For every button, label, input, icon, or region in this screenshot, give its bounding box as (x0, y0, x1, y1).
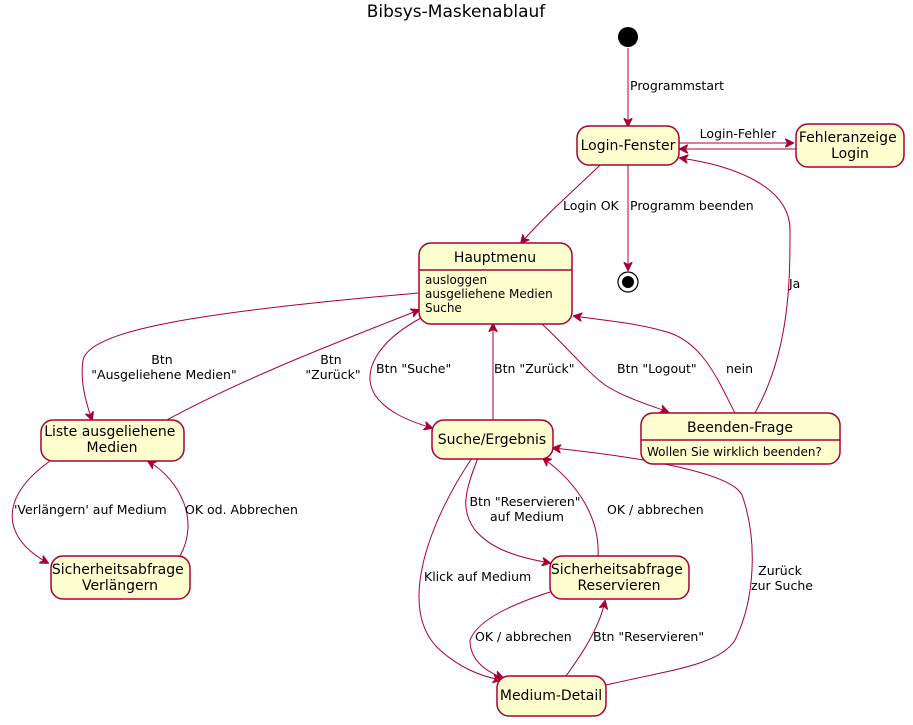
state-fehleranzeige-login: Fehleranzeige Login (795, 123, 905, 168)
edge-login-ok (521, 164, 601, 243)
label-suche: Btn "Suche" (376, 361, 451, 376)
label-ok-abbrechen-res-up: OK / abbrechen (607, 502, 704, 517)
edge-ok-abbrechen-verl (148, 461, 189, 557)
edge-ok-abbrechen-res-up (543, 458, 599, 557)
state-hauptmenu: Hauptmenu ausloggen ausgeliehene Medien … (418, 242, 573, 325)
edge-nein (574, 316, 736, 414)
edge-logout (541, 323, 668, 412)
state-name: Login-Fenster (581, 138, 676, 154)
label-nein: nein (726, 361, 753, 376)
state-name: Liste ausgeliehene Medien (44, 424, 180, 456)
edge-klick-medium (418, 457, 501, 680)
label-programmstart: Programmstart (630, 78, 724, 93)
label-ok-abbrechen-verl: OK od. Abbrechen (185, 502, 298, 517)
label-programm-beenden: Programm beenden (630, 198, 754, 213)
state-body: ausloggen ausgeliehene Medien Suche (425, 273, 557, 315)
state-sicherheitsabfrage-verlaengern: Sicherheitsabfrage Verlängern (50, 555, 191, 600)
state-name: Beenden-Frage (687, 420, 793, 436)
label-zurueck-suche: Btn "Zurück" (494, 361, 575, 376)
edge-verlaengern (11, 460, 51, 563)
edge-ja (680, 158, 791, 414)
state-suche-ergebnis: Suche/Ergebnis (431, 419, 554, 460)
edge-reservieren-medium (465, 457, 550, 563)
state-liste-ausgeliehene-medien: Liste ausgeliehene Medien (40, 419, 185, 462)
diagram-title: Bibsys-Maskenablauf (367, 2, 547, 22)
end-node (617, 271, 639, 293)
label-ok-abbrechen-res-down: OK / abbrechen (475, 629, 572, 644)
state-medium-detail: Medium-Detail (496, 675, 607, 717)
state-body: Wollen Sie wirklich beenden? (647, 445, 822, 459)
state-beenden-frage: Beenden-Frage Wollen Sie wirklich beende… (640, 412, 841, 465)
start-node (618, 27, 638, 47)
label-ja: Ja (788, 276, 800, 291)
label-verlaengern: 'Verlängern' auf Medium (14, 502, 167, 517)
state-name: Sicherheitsabfrage Verlängern (52, 562, 188, 594)
state-login-fenster: Login-Fenster (576, 125, 680, 166)
state-name: Hauptmenu (454, 250, 536, 266)
edge-suche (369, 317, 432, 428)
edge-btn-reservieren (565, 601, 605, 677)
label-reservieren-medium: Btn "Reservieren" auf Medium (469, 494, 584, 524)
label-zurueck-liste: Btn "Zurück" (305, 352, 360, 382)
label-btn-reservieren: Btn "Reservieren" (593, 629, 704, 644)
label-logout: Btn "Logout" (617, 361, 697, 376)
edge-zurueck-liste (164, 310, 419, 422)
label-login-fehler: Login-Fehler (700, 126, 778, 141)
label-zurueck-zur-suche: Zurück zur Suche (751, 563, 813, 593)
state-name: Sicherheitsabfrage Reservieren (551, 562, 687, 594)
state-sicherheitsabfrage-reservieren: Sicherheitsabfrage Reservieren (549, 555, 690, 600)
edge-ok-abbrechen-res-down (469, 591, 551, 678)
state-name: Medium-Detail (500, 688, 602, 704)
label-klick-medium: Klick auf Medium (424, 569, 531, 584)
edge-ausgeliehene (81, 292, 420, 420)
label-ausgeliehene: Btn "Ausgeliehene Medien" (91, 352, 236, 382)
state-name: Suche/Ergebnis (438, 432, 546, 448)
label-login-ok: Login OK (563, 198, 620, 213)
state-name: Fehleranzeige Login (799, 130, 901, 162)
